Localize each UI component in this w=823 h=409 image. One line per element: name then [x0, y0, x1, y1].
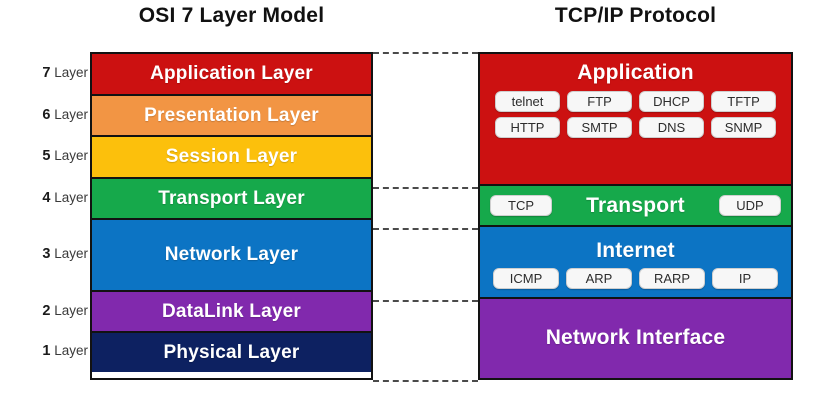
tcpip-layer-label: Internet	[596, 238, 675, 262]
tcpip-layer-label: Application	[577, 61, 694, 84]
osi-model-title: OSI 7 Layer Model	[138, 4, 325, 27]
tcpip-layer-label: Network Interface	[545, 326, 726, 350]
osi-layer-number-suffix: Layer	[54, 189, 88, 205]
osi-layer-label: Physical Layer	[163, 341, 300, 363]
tcpip-layer-netif: Network Interface	[480, 298, 791, 379]
connector-dashed-line-1	[373, 52, 478, 54]
osi-layer-label: Application Layer	[150, 63, 313, 84]
osi-layer-label: Transport Layer	[158, 187, 305, 209]
osi-layer-number-1: 1 Layer	[16, 342, 88, 359]
protocol-pill-ip[interactable]: IP	[712, 267, 778, 289]
connector-dashed-line-5	[373, 380, 478, 382]
osi-layer-number-suffix: Layer	[54, 65, 88, 80]
osi-layer-number-value: 5	[42, 148, 51, 164]
protocol-pill-rarp[interactable]: RARP	[639, 267, 705, 289]
osi-layer-number-value: 2	[42, 302, 51, 319]
protocol-pill-tftp[interactable]: TFTP	[711, 91, 776, 112]
protocol-pill-smtp[interactable]: SMTP	[567, 117, 632, 138]
osi-layer-label: DataLink Layer	[161, 300, 302, 322]
tcpip-layer-label: Transport	[586, 193, 685, 217]
protocol-pill-dns[interactable]: DNS	[639, 117, 704, 138]
tcpip-layer-stack: Application telnet FTP DHCP TFTP HTTP SMTP DNS S…	[478, 52, 793, 380]
protocol-pill-tcp[interactable]: TCP	[490, 195, 552, 217]
osi-layer-number-suffix: Layer	[54, 342, 88, 358]
osi-layer-number-4: 4 Layer	[16, 189, 88, 206]
osi-layer-label: Presentation Layer	[144, 104, 319, 126]
osi-layer-network-layer: Network Layer	[92, 220, 371, 292]
protocol-pill-snmp[interactable]: SNMP	[711, 117, 776, 138]
protocol-pill-icmp[interactable]: ICMP	[493, 267, 559, 289]
protocol-pill-http[interactable]: HTTP	[495, 117, 560, 138]
protocol-pill-row: HTTP SMTP DNS SNMP	[495, 117, 776, 138]
tcpip-layer-application: Application telnet FTP DHCP TFTP HTTP SMTP DNS S…	[480, 54, 791, 187]
protocol-pill-ftp[interactable]: FTP	[567, 91, 632, 112]
connector-dashed-line-2	[373, 187, 478, 189]
protocol-pill-udp[interactable]: UDP	[719, 195, 781, 217]
osi-layer-physical-layer: Physical Layer	[92, 333, 371, 372]
osi-layer-number-3: 3 Layer	[16, 247, 88, 262]
osi-layer-transport-layer: Transport Layer	[92, 179, 371, 220]
osi-layer-number-value: 4	[42, 189, 51, 206]
osi-layer-number-value: 6	[42, 106, 51, 123]
tcpip-model-title: TCP/IP Protocol	[554, 4, 717, 27]
protocol-pill-dhcp[interactable]: DHCP	[639, 91, 704, 112]
osi-layer-number-suffix: Layer	[54, 148, 88, 163]
osi-layer-number-suffix: Layer	[54, 106, 88, 122]
osi-layer-number-value: 7	[42, 65, 51, 81]
protocol-pill-telnet[interactable]: telnet	[495, 91, 560, 112]
protocol-pill-arp[interactable]: ARP	[566, 267, 632, 289]
osi-layer-number-value: 3	[42, 246, 51, 262]
osi-layer-datalink-layer: DataLink Layer	[92, 292, 371, 333]
osi-layer-number-value: 1	[42, 342, 51, 359]
protocol-pill-row: ICMP ARP RARP IP	[493, 267, 778, 289]
osi-layer-number-suffix: Layer	[54, 246, 88, 261]
osi-layer-label: Session Layer	[165, 146, 298, 167]
osi-layer-label: Network Layer	[164, 244, 299, 265]
osi-layer-number-5: 5 Layer	[16, 149, 88, 164]
connector-dashed-line-4	[373, 300, 478, 302]
tcpip-layer-transport: TCP Transport UDP	[480, 186, 791, 227]
osi-layer-presentation-layer: Presentation Layer	[92, 96, 371, 137]
protocol-pill-row: telnet FTP DHCP TFTP	[495, 91, 776, 112]
osi-layer-number-2: 2 Layer	[16, 302, 88, 319]
osi-layer-number-6: 6 Layer	[16, 106, 88, 123]
connector-dashed-line-3	[373, 228, 478, 230]
osi-layer-number-suffix: Layer	[54, 302, 88, 318]
osi-layer-number-7: 7 Layer	[16, 66, 88, 81]
osi-layer-session-layer: Session Layer	[92, 137, 371, 179]
osi-layer-application-layer: Application Layer	[92, 54, 371, 96]
